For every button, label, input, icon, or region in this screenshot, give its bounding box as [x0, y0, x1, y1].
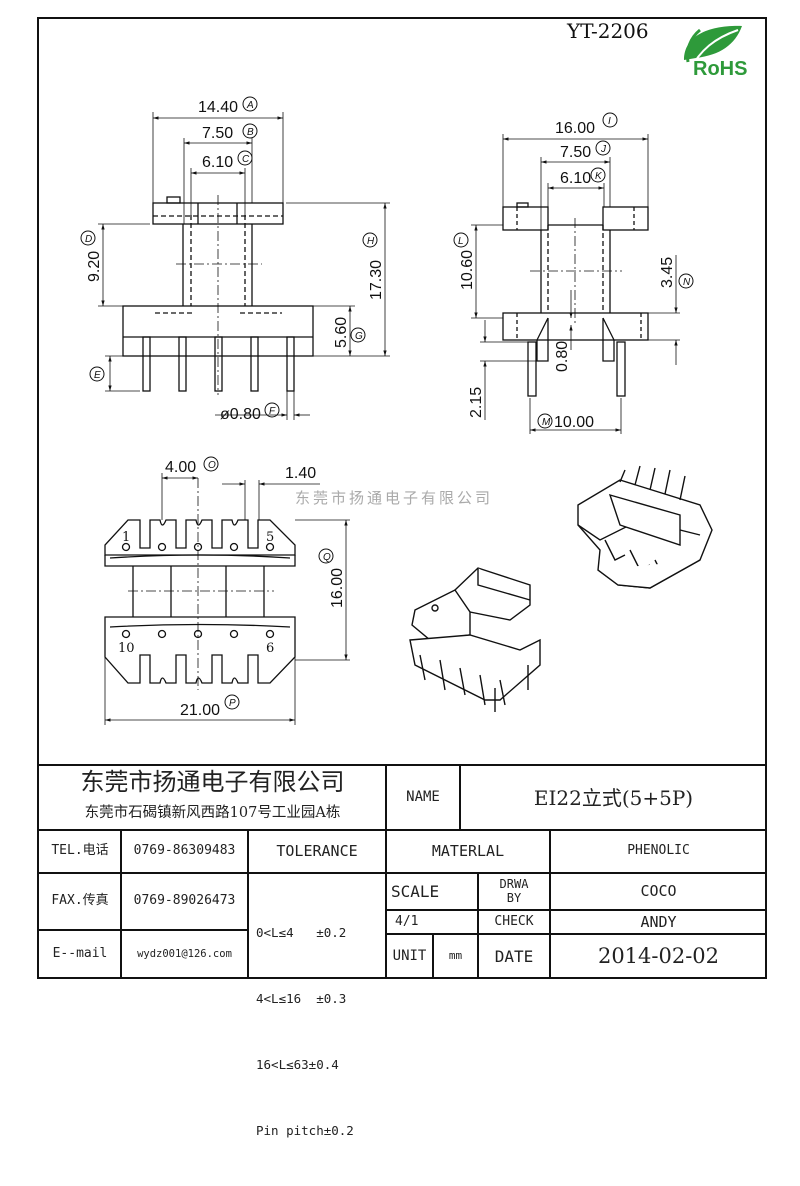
dim-l-value: 10.60	[459, 250, 476, 290]
svg-text:RoHS: RoHS	[693, 58, 747, 80]
front-view-dimensions: 16.00 I 7.50 J 6.10 K 10.60 L 3.45 N 0.8…	[453, 112, 694, 431]
dim-n-value: 3.45	[659, 257, 676, 288]
dim-q-label: Q	[323, 552, 331, 563]
email-label: E--mail	[52, 946, 108, 962]
divider	[477, 872, 479, 978]
company-address: 东莞市石碣镇新风西路107号工业园A栋	[84, 805, 341, 822]
dim-0-80-value: 0.80	[554, 341, 571, 372]
bottom-view-dimensions: 4.00 O 1.40 16.00 Q 21.00 P 1 5 10 6	[118, 456, 346, 719]
dim-2-15-value: 2.15	[468, 387, 485, 418]
company-name: 东莞市扬通电子有限公司	[80, 767, 345, 796]
dim-b-value: 7.50	[202, 125, 233, 142]
tolerance-item: 16<L≤63±0.4	[256, 1057, 339, 1072]
dim-d-value: 9.20	[86, 251, 103, 282]
divider	[549, 829, 551, 978]
dim-f-label: F	[269, 406, 276, 417]
dim-h-label: H	[367, 236, 375, 247]
scale-label: SCALE	[391, 881, 440, 901]
divider	[120, 829, 122, 978]
divider	[385, 764, 387, 978]
date-value: 2014-02-02	[597, 943, 720, 968]
name-label: NAME	[406, 788, 440, 805]
dim-i-label: I	[608, 116, 611, 127]
dim-o-label: O	[208, 460, 216, 471]
watermark: 东莞市扬通电子有限公司	[295, 490, 493, 507]
dim-a-value: 14.40	[198, 99, 238, 116]
rohs-logo: RoHS	[684, 25, 747, 80]
check-label: CHECK	[494, 913, 534, 929]
divider	[38, 829, 767, 831]
bottom-view	[104, 473, 350, 725]
date-label: DATE	[494, 946, 534, 966]
front-view	[471, 134, 680, 434]
part-number: YT-2206	[566, 19, 649, 43]
unit-label: UNIT	[392, 947, 427, 964]
fax-value: 0769-89026473	[133, 893, 236, 909]
divider	[386, 933, 767, 935]
divider	[247, 829, 249, 978]
dim-l-label: L	[458, 236, 464, 247]
dim-j-label: J	[600, 144, 607, 155]
unit-value: mm	[448, 949, 463, 963]
divider	[386, 909, 767, 911]
name-value: EI22立式(5+5P)	[533, 785, 694, 810]
tolerance-item: 4<L≤16 ±0.3	[256, 991, 347, 1006]
isometric-view-top	[577, 465, 713, 589]
fax-label: FAX.传真	[51, 893, 109, 909]
drawn-by-value: COCO	[640, 882, 677, 901]
dim-q-value: 16.00	[329, 568, 346, 608]
side-view	[98, 112, 390, 420]
divider	[459, 764, 461, 829]
dim-g-value: 5.60	[333, 317, 350, 348]
isometric-view-bottom	[409, 567, 541, 712]
dim-m-label: M	[542, 417, 551, 428]
tolerance-list: 0<L≤4 ±0.2 4<L≤16 ±0.3 16<L≤63±0.4 Pin p…	[256, 878, 384, 1186]
material-value: PHENOLIC	[627, 843, 690, 859]
drawing-frame	[37, 17, 767, 979]
dim-m-value: 10.00	[554, 414, 594, 431]
pin-number-5: 5	[266, 530, 274, 545]
dim-a-label: A	[246, 100, 254, 111]
tel-label: TEL.电话	[51, 843, 109, 859]
tel-value: 0769-86309483	[133, 843, 236, 859]
pin-number-1: 1	[122, 530, 130, 545]
pin-number-6: 6	[266, 641, 274, 656]
dim-h-value: 17.30	[368, 260, 385, 300]
dim-d-label: D	[85, 234, 92, 245]
dim-g-label: G	[355, 331, 363, 342]
dim-k-label: K	[595, 171, 603, 182]
divider	[38, 872, 767, 874]
dim-i-value: 16.00	[555, 120, 595, 137]
pin-number-10: 10	[118, 641, 135, 656]
divider	[38, 764, 767, 766]
dim-p-label: P	[229, 698, 236, 709]
dim-1-40-value: 1.40	[285, 465, 316, 482]
scale-value: 4/1	[395, 913, 419, 929]
check-value: ANDY	[640, 912, 677, 931]
dim-c-value: 6.10	[202, 154, 233, 171]
material-label: MATERLAL	[431, 842, 505, 861]
dim-f-value: ø0.80	[220, 406, 261, 423]
dim-c-label: C	[242, 154, 250, 165]
dim-p-value: 21.00	[180, 702, 220, 719]
email-value: wydz001@126.com	[137, 947, 232, 960]
divider	[38, 929, 248, 931]
dim-k-value: 6.10	[560, 170, 591, 187]
tolerance-label: TOLERANCE	[276, 842, 358, 861]
dim-j-value: 7.50	[560, 144, 591, 161]
dim-n-label: N	[683, 277, 691, 288]
side-view-dimensions: 14.40 A 7.50 B 6.10 C 9.20 D E ø0.80 F 5…	[80, 96, 385, 423]
tolerance-item: 0<L≤4 ±0.2	[256, 925, 347, 940]
technical-drawing: YT-2206 RoHS 东莞市扬通电子有限公司	[37, 17, 767, 979]
tolerance-item: Pin pitch±0.2	[256, 1123, 354, 1138]
drawn-by-label: DRWA BY	[499, 877, 529, 905]
dim-e-label: E	[94, 370, 101, 381]
dim-o-value: 4.00	[165, 459, 196, 476]
divider	[432, 933, 434, 978]
dim-b-label: B	[247, 127, 254, 138]
